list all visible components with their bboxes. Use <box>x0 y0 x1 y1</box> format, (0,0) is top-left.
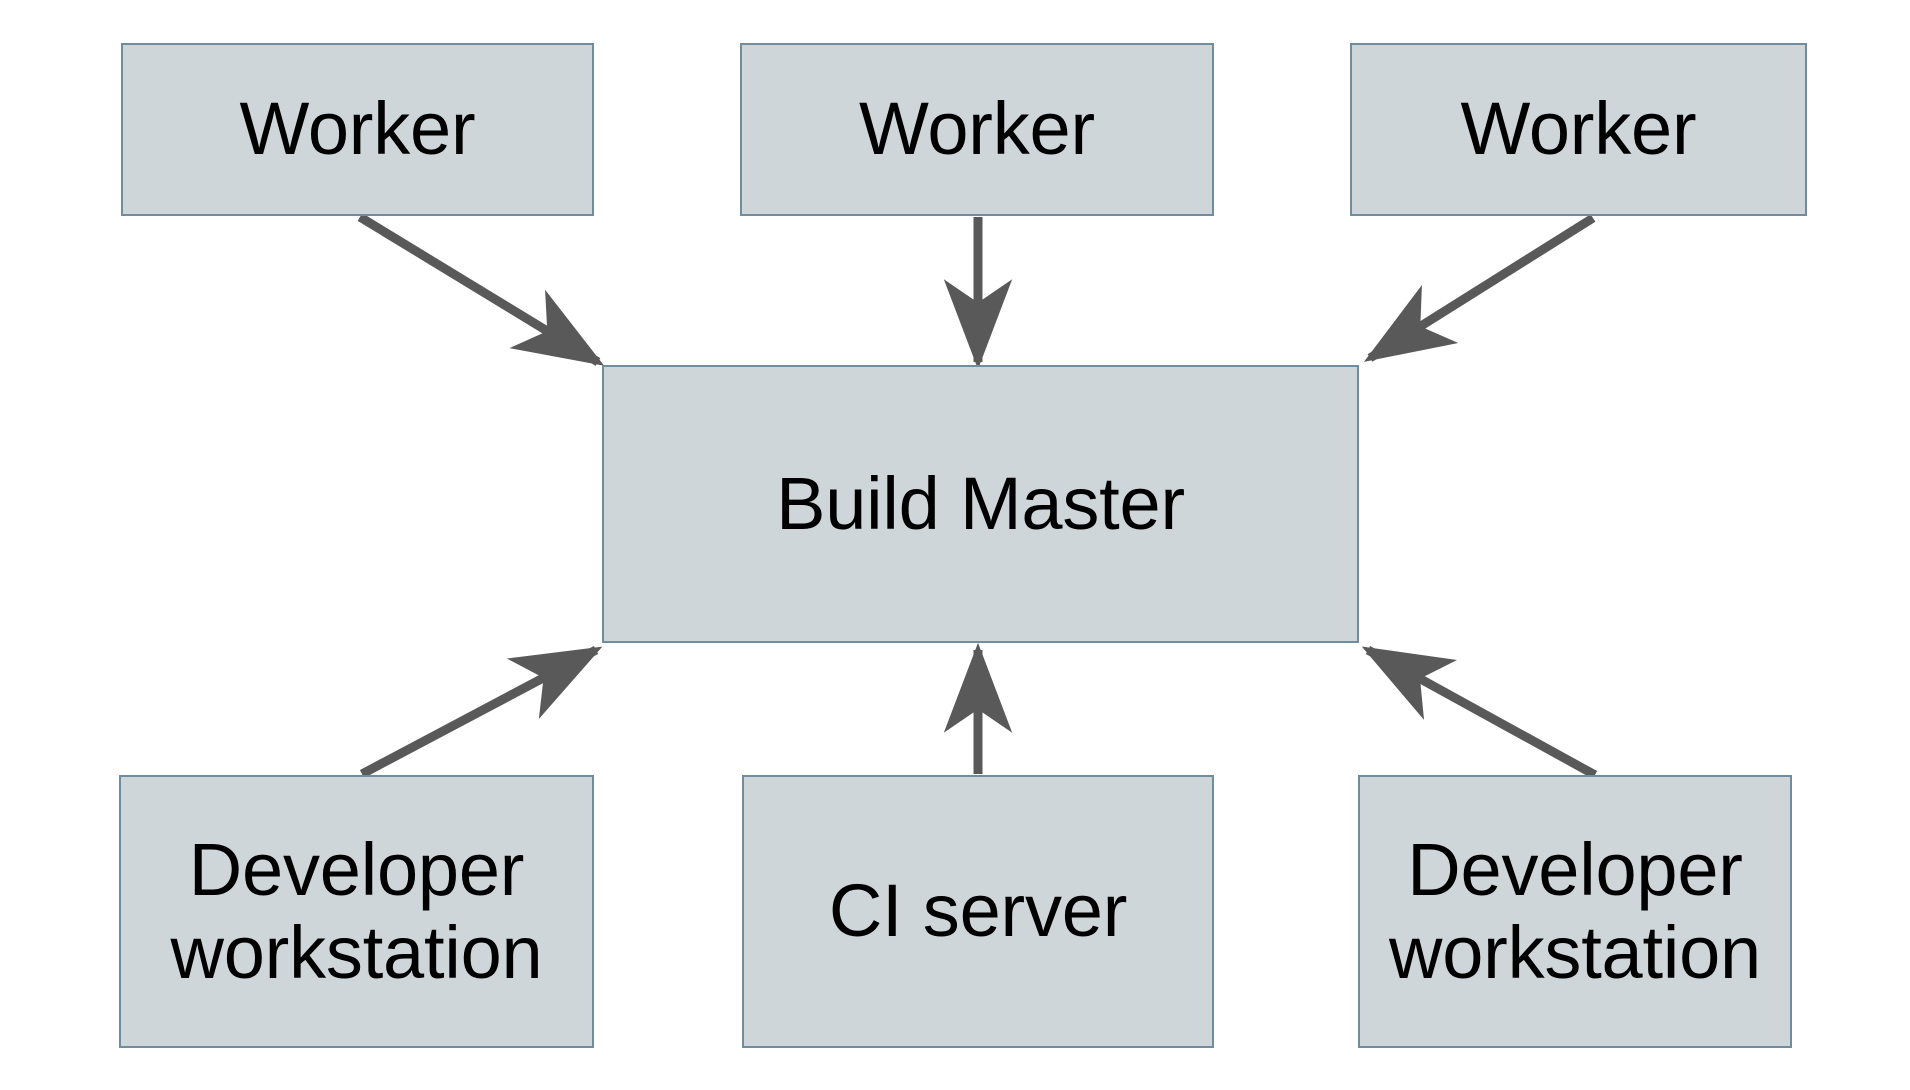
node-worker-2-label: Worker <box>859 87 1095 171</box>
edge-devleft-to-master <box>359 646 603 778</box>
node-worker-1-label: Worker <box>239 87 476 171</box>
node-ci-server-label: CI server <box>828 869 1128 953</box>
node-developer-workstation-left[interactable]: Developer workstation <box>119 775 594 1048</box>
node-developer-workstation-right-label: Developer workstation <box>1388 827 1762 994</box>
node-worker-1[interactable]: Worker <box>121 43 594 216</box>
node-developer-workstation-right[interactable]: Developer workstation <box>1358 775 1792 1048</box>
node-worker-3-label: Worker <box>1460 87 1697 171</box>
edge-worker1-to-master <box>357 213 605 366</box>
edge-devright-to-master <box>1361 646 1598 779</box>
node-worker-3[interactable]: Worker <box>1350 43 1807 216</box>
node-ci-server[interactable]: CI server <box>742 775 1214 1048</box>
node-developer-workstation-left-label: Developer workstation <box>170 827 543 994</box>
edge-master-to-worker3 <box>1363 214 1596 362</box>
node-worker-2[interactable]: Worker <box>740 43 1214 216</box>
node-build-master[interactable]: Build Master <box>602 365 1359 643</box>
node-build-master-label: Build Master <box>776 461 1185 545</box>
